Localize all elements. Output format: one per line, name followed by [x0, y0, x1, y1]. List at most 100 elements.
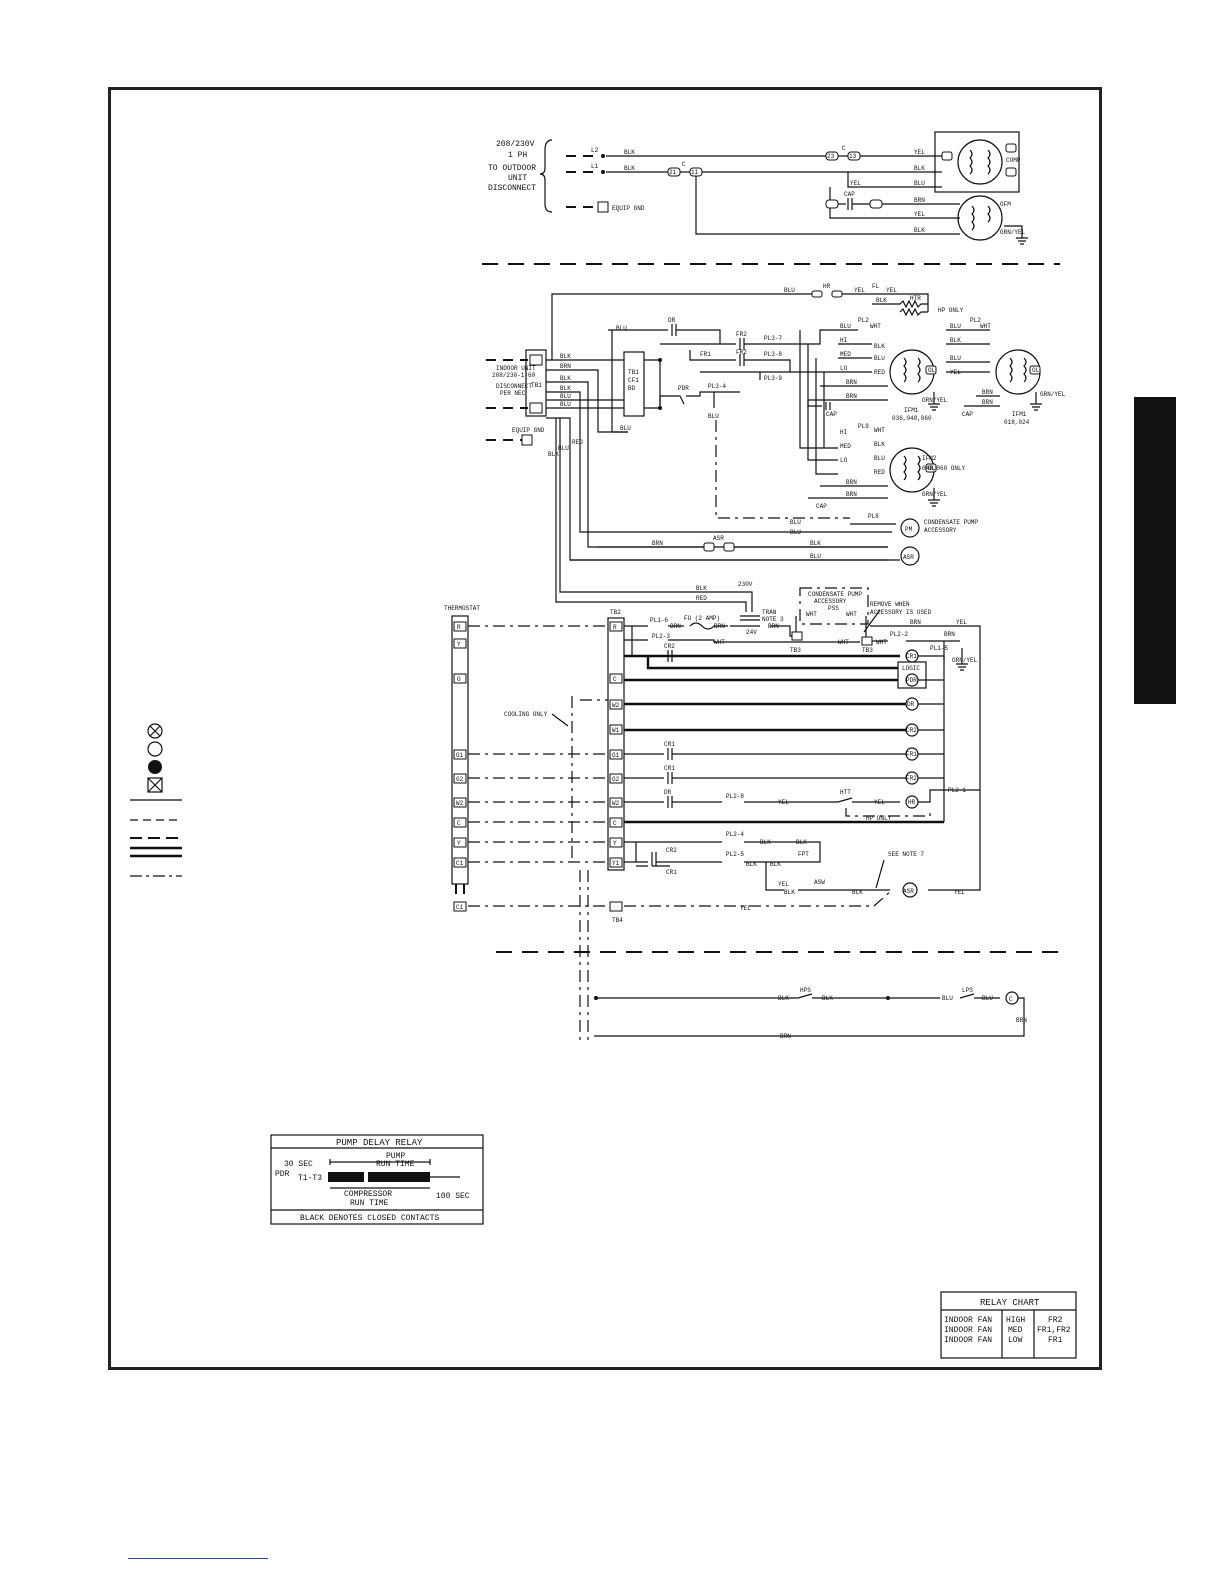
marked-terminal-icon [147, 723, 163, 739]
svg-text:C: C [1009, 996, 1013, 1003]
svg-text:PER NEC: PER NEC [500, 390, 526, 397]
svg-text:PL1-5: PL1-5 [930, 645, 948, 652]
svg-text:BLK: BLK [560, 375, 571, 382]
svg-text:C1: C1 [456, 904, 464, 911]
svg-text:YEL: YEL [874, 799, 885, 806]
svg-text:BLK: BLK [760, 839, 771, 846]
svg-text:INDOOR FAN: INDOOR FAN [944, 1336, 992, 1345]
tb1-label: TB1 [531, 382, 542, 389]
svg-text:CF1: CF1 [628, 377, 639, 384]
indoor-power-section: INDOOR UNIT 208/230-1-60 DISCONNECT PER … [486, 283, 1066, 603]
svg-text:PM: PM [905, 526, 913, 533]
asr-coil [902, 882, 918, 898]
svg-text:RUN TIME: RUN TIME [350, 1199, 389, 1208]
svg-text:BRN: BRN [944, 631, 955, 638]
svg-text:BLK: BLK [560, 353, 571, 360]
svg-text:WHT: WHT [870, 323, 881, 330]
svg-text:FR1: FR1 [700, 351, 711, 358]
svg-text:YEL: YEL [914, 211, 925, 218]
voltage-label: 208/230V [496, 140, 535, 149]
svg-text:ASR: ASR [903, 888, 914, 895]
thermostat-label: THERMOSTAT [444, 605, 480, 612]
svg-text:W1: W1 [612, 727, 620, 734]
svg-text:YEL: YEL [778, 881, 789, 888]
svg-text:LOGIC: LOGIC [902, 665, 920, 672]
svg-text:TB1: TB1 [628, 369, 639, 376]
svg-text:CR1: CR1 [664, 741, 675, 748]
svg-text:BLK: BLK [914, 165, 925, 172]
svg-text:YEL: YEL [956, 619, 967, 626]
svg-text:CR2: CR2 [906, 727, 917, 734]
svg-text:FL: FL [872, 283, 880, 290]
svg-text:WHT: WHT [806, 611, 817, 618]
svg-text:CONDENSATE PUMP: CONDENSATE PUMP [924, 519, 978, 526]
svg-text:CAP: CAP [962, 411, 973, 418]
svg-text:R: R [457, 624, 461, 631]
transformer [740, 615, 760, 621]
comp-label: COMP [1006, 157, 1021, 164]
svg-text:RED: RED [874, 469, 885, 476]
svg-text:BLU: BLU [874, 455, 885, 462]
svg-text:IFM1: IFM1 [1012, 411, 1027, 418]
svg-text:YEL: YEL [954, 889, 965, 896]
svg-text:REMOVE WHEN: REMOVE WHEN [870, 601, 910, 608]
svg-text:230V: 230V [738, 581, 753, 588]
equip-gnd-label: EQUIP GND [612, 205, 645, 212]
svg-text:RUN TIME: RUN TIME [376, 1160, 415, 1169]
svg-text:C: C [613, 820, 617, 827]
control-section: BLK RED 230V TRAN NOTE 3 24V CONDENSATE … [444, 581, 981, 924]
legend [130, 723, 182, 877]
accessory-wiring-line [130, 846, 182, 858]
svg-text:YEL: YEL [914, 149, 925, 156]
svg-text:DR: DR [668, 317, 676, 324]
svg-text:BLU: BLU [708, 413, 719, 420]
tb1-block [525, 349, 547, 417]
svg-text:TB3: TB3 [862, 647, 873, 654]
svg-text:ASR: ASR [713, 535, 724, 542]
svg-text:PL2-2: PL2-2 [890, 631, 908, 638]
svg-text:Y: Y [613, 840, 617, 847]
svg-text:G2: G2 [456, 776, 464, 783]
unit-label: UNIT [508, 174, 527, 183]
svg-text:PL2-8: PL2-8 [726, 793, 744, 800]
svg-text:BRN: BRN [910, 619, 921, 626]
svg-text:CR1: CR1 [666, 869, 677, 876]
svg-text:BRN: BRN [670, 623, 681, 630]
svg-text:BLU: BLU [942, 995, 953, 1002]
svg-text:BLU: BLU [950, 355, 961, 362]
svg-text:PL2: PL2 [970, 317, 981, 324]
pm-motor [900, 518, 920, 538]
svg-text:BLU: BLU [982, 995, 993, 1002]
indoor-gnd-terminal [521, 434, 533, 446]
svg-text:INDOOR UNIT: INDOOR UNIT [496, 365, 536, 372]
svg-text:PL3-8: PL3-8 [764, 351, 782, 358]
svg-text:BRN: BRN [1016, 1017, 1027, 1024]
svg-text:PL2-3: PL2-3 [652, 633, 670, 640]
splice-icon [147, 777, 163, 793]
svg-text:24V: 24V [746, 629, 757, 636]
svg-text:BLU: BLU [810, 553, 821, 560]
svg-text:PL2-4: PL2-4 [726, 831, 744, 838]
svg-text:ACCESSORY IS USED: ACCESSORY IS USED [870, 609, 932, 616]
tb2-strip [607, 617, 625, 871]
svg-text:BRN: BRN [780, 1033, 791, 1040]
svg-text:ACCESSORY: ACCESSORY [814, 598, 847, 605]
section-tab [1134, 397, 1176, 704]
svg-text:BRN: BRN [652, 540, 663, 547]
brace [539, 139, 553, 213]
svg-text:CR1: CR1 [664, 765, 675, 772]
svg-text:BLU: BLU [874, 355, 885, 362]
to-outdoor-label: TO OUTDOOR [488, 164, 536, 173]
svg-text:BLU: BLU [790, 519, 801, 526]
ground-icon [1016, 237, 1028, 245]
svg-text:GRN/YEL: GRN/YEL [922, 491, 948, 498]
svg-text:NOTE 3: NOTE 3 [762, 616, 784, 623]
cap-label: CAP [844, 191, 855, 198]
svg-text:BLK: BLK [778, 995, 789, 1002]
svg-text:HI: HI [840, 337, 847, 344]
svg-text:PL2: PL2 [858, 317, 869, 324]
phase-label: 1 PH [508, 151, 527, 160]
svg-text:HTT: HTT [840, 789, 851, 796]
svg-text:CAP: CAP [826, 411, 837, 418]
svg-text:YEL: YEL [740, 905, 751, 912]
